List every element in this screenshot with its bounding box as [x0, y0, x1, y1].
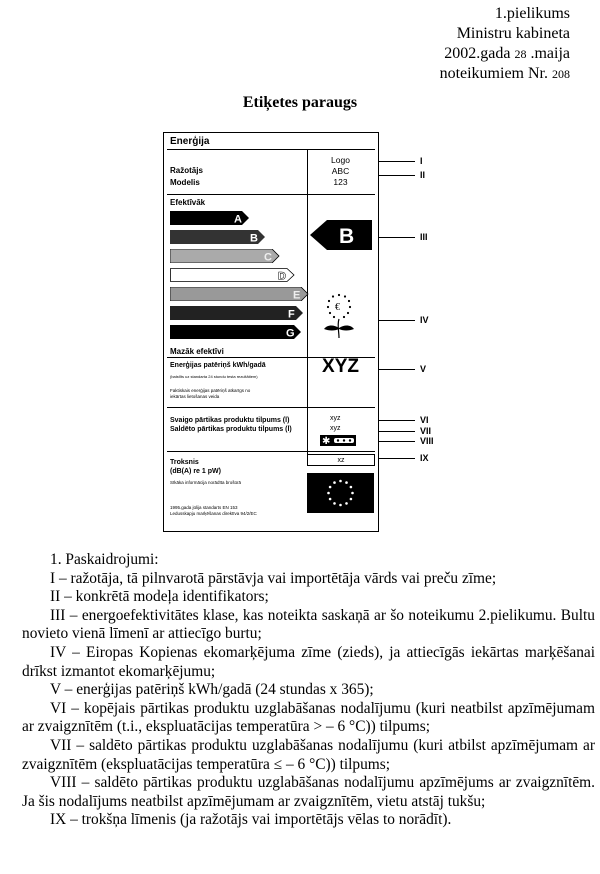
manufacturer-value: ABC	[331, 166, 350, 176]
efficient-label: Efektīvāk	[170, 198, 206, 207]
class-arrow-a: A	[170, 211, 249, 226]
explanations-heading: 1. Paskaidrojumi:	[50, 551, 159, 568]
class-letter-b: B	[250, 233, 258, 245]
callout-i: I	[420, 156, 423, 166]
explanation-item: VI – kopējais pārtikas produktu uzglabāš…	[22, 699, 595, 736]
divider	[167, 149, 375, 150]
svg-text:€: €	[335, 302, 340, 313]
explanation-item: VII – saldēto pārtikas produktu uzglabāš…	[22, 736, 595, 773]
logo-text: Logo	[331, 155, 350, 165]
class-arrow-b: B	[170, 230, 265, 245]
manufacturer-label: Ražotājs	[170, 166, 203, 175]
frozen-volume-label: Saldēto pārtikas produktu tilpums (l)	[170, 426, 292, 433]
explanation-item: IX – trokšņa līmenis (ja ražotājs vai im…	[50, 811, 452, 829]
fresh-volume-label: Svaigo pārtikas produktu tilpums (l)	[170, 417, 290, 424]
column-divider	[307, 149, 308, 455]
issuer: Ministru kabineta	[456, 25, 570, 42]
callout-ii: II	[420, 170, 426, 180]
callout-line	[379, 369, 415, 370]
divider	[167, 407, 375, 408]
class-letter-d: D	[278, 271, 286, 283]
callout-line	[379, 161, 415, 162]
callout-vi: VI	[420, 415, 429, 425]
explanation-item: III – energoefektivitātes klase, kas not…	[22, 606, 595, 643]
explanation-item: I – ražotāja, tā pilnvarotā pārstāvja va…	[50, 569, 497, 587]
volume-labels: Svaigo pārtikas produktu tilpums (l) Sal…	[170, 416, 292, 434]
standards-note: 1995.gada jūlija standarts EN 153 Leduss…	[170, 505, 257, 516]
divider	[167, 194, 375, 195]
callout-line	[379, 441, 415, 442]
class-letter-e: E	[293, 290, 300, 302]
frozen-volume-value: xyz	[330, 425, 341, 432]
eu-flag-icon	[307, 473, 374, 513]
consumption-value: XYZ	[322, 356, 359, 377]
svg-text:✱: ✱	[322, 436, 330, 446]
annex-number: 1.pielikums	[494, 5, 570, 22]
label-heading: Enerģija	[170, 136, 210, 147]
class-arrow-d: D	[170, 268, 295, 282]
callout-v: V	[420, 364, 427, 374]
callout-line	[379, 237, 415, 238]
noise-title: Troksnis	[170, 459, 199, 466]
less-efficient-label: Mazāk efektīvi	[170, 347, 224, 356]
callout-line	[379, 320, 415, 321]
logo-block: Logo ABC 123	[307, 155, 374, 188]
callout-line	[379, 175, 415, 176]
explanation-item: VIII – saldēto pārtikas produktu uzglabā…	[22, 774, 595, 810]
divider	[167, 451, 375, 452]
noise-unit: (dB(A) re 1 pW)	[170, 468, 221, 475]
noise-labels: Troksnis (dB(A) re 1 pW)	[170, 458, 221, 476]
brochure-note: Sīkāka informācija norādīta brošūrā	[170, 480, 242, 485]
callout-line	[379, 431, 415, 432]
class-arrow-g: G	[170, 325, 301, 340]
explanation-item: IV – Eiropas Kopienas ekomarķējuma zīme …	[22, 643, 595, 680]
callout-iv: IV	[420, 315, 429, 325]
selected-class-letter: B	[339, 225, 354, 248]
callout-viii: VIII	[420, 436, 434, 446]
consumption-note: (balstīts uz standarta 24 stundu testa r…	[170, 374, 258, 379]
class-arrow-f: F	[170, 306, 303, 321]
fresh-volume-value: xyz	[330, 415, 341, 422]
selected-class-arrow: B	[310, 220, 372, 250]
document-header: 1.pielikums Ministru kabineta 2002.gada …	[440, 4, 570, 84]
regulation-number: noteikumiem Nr. 208	[439, 65, 570, 82]
consumption-title: Enerģijas patēriņš kWh/gadā	[170, 362, 266, 369]
eu-flower-icon: €	[324, 293, 354, 339]
class-letter-a: A	[234, 214, 242, 226]
model-value: 123	[333, 177, 348, 187]
consumption-note-2: Faktiskais enerģijas patēriņš atkarīgs n…	[170, 388, 251, 399]
volume-values: xyz xyz	[330, 414, 341, 434]
model-label: Modelis	[170, 178, 200, 187]
page-title: Etiķetes paraugs	[242, 94, 358, 111]
energy-label: Enerģija Ražotājs Modelis Logo ABC 123 E…	[163, 132, 379, 532]
explanation-item: II – konkrētā modeļa identifikators;	[50, 588, 269, 606]
freezer-star-rating-icon: ✱	[320, 435, 356, 446]
noise-value: xz	[307, 454, 375, 466]
class-arrow-c: C	[170, 249, 280, 263]
explanation-item: V – enerģijas patēriņš kWh/gadā (24 stun…	[50, 681, 374, 699]
callout-line	[379, 458, 415, 459]
callout-iii: III	[420, 232, 428, 242]
class-letter-g: G	[286, 328, 295, 340]
explanations: 1. Paskaidrojumi: I – ražotāja, tā pilnv…	[22, 551, 595, 830]
class-letter-f: F	[288, 309, 295, 321]
class-arrow-e: E	[170, 287, 309, 301]
callout-vii: VII	[420, 426, 432, 436]
callout-line	[379, 420, 415, 421]
regulation-date: 2002.gada 28 .maija	[444, 45, 570, 62]
callout-ix: IX	[420, 453, 429, 463]
class-letter-c: C	[264, 252, 272, 264]
divider	[167, 357, 375, 358]
